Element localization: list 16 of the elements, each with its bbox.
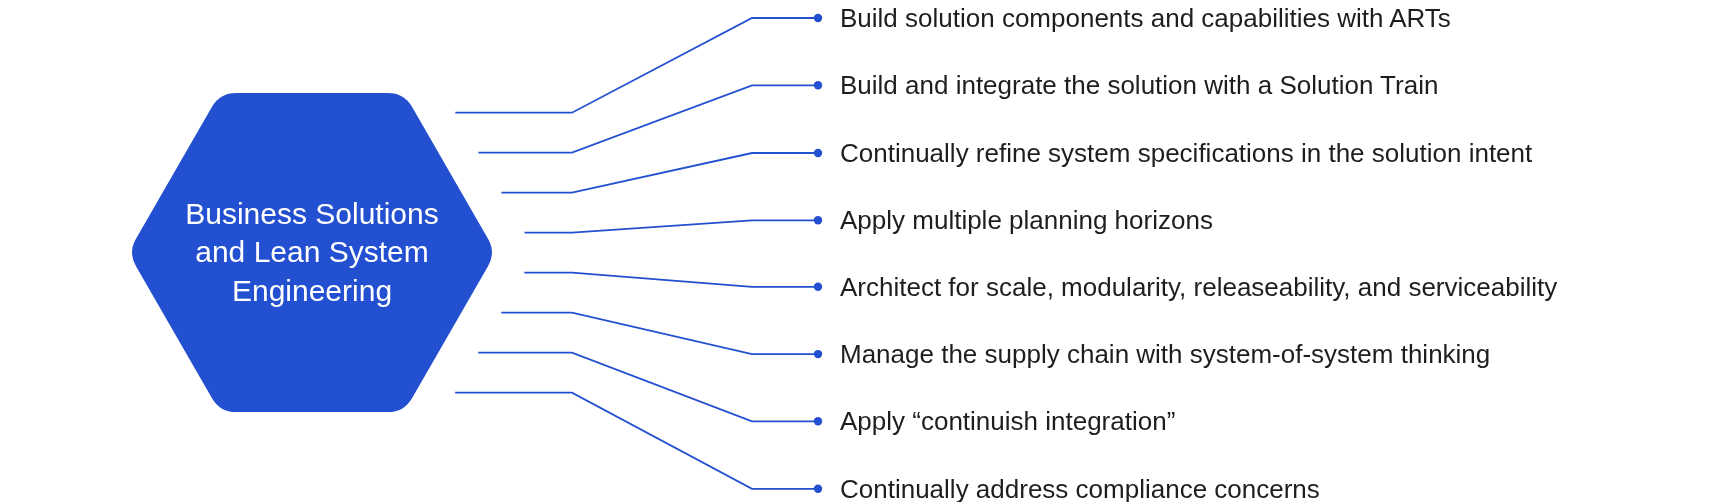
- connector-line: [477, 81, 823, 154]
- connector-line: [454, 391, 823, 493]
- connector-line: [477, 351, 823, 426]
- connector-line: [500, 148, 823, 194]
- connector-line: [523, 216, 823, 234]
- connector-line: [523, 271, 823, 291]
- connector-line: [500, 311, 823, 359]
- item-text: Continually refine system specifications in the solution intent: [840, 140, 1533, 166]
- connector-line: [454, 13, 823, 114]
- item-text: Build solution components and capabilities with ARTs: [840, 5, 1451, 31]
- item-text: Apply multiple planning horizons: [840, 207, 1213, 234]
- item-text: Apply “continuish integration”: [840, 408, 1176, 435]
- item-text: Manage the supply chain with system-of-system thinking: [840, 341, 1491, 368]
- item-text: Architect for scale, modularity, releaseability, and serviceability: [840, 273, 1558, 300]
- node-title: Business Solutions and Lean System Engineering: [184, 195, 440, 309]
- item-text: Build and integrate the solution with a Solution Train: [840, 72, 1439, 99]
